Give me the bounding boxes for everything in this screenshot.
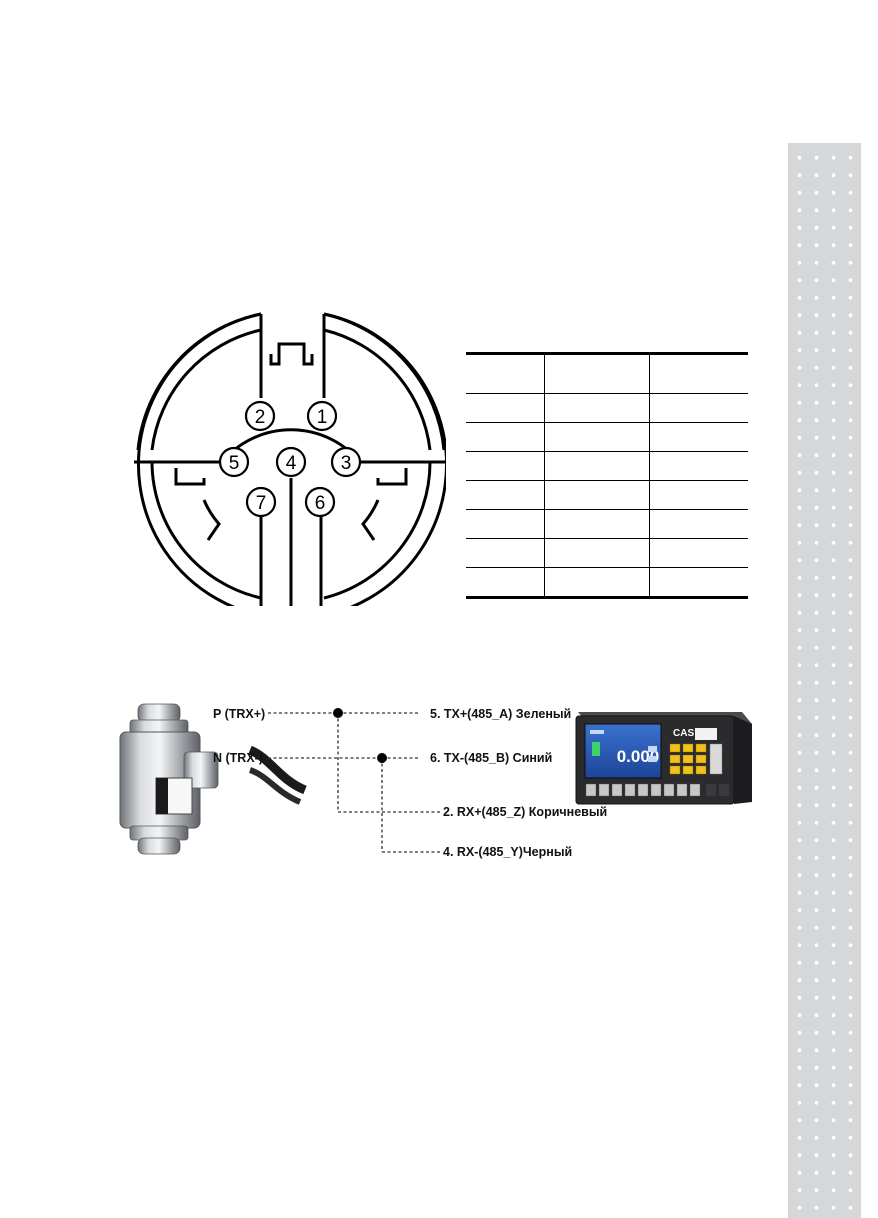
wiring-diagram: P (TRX+) N (TRX-) 5. TX+(485_A) Зеленый …	[119, 703, 752, 859]
indicator-function-keys	[585, 783, 701, 797]
connector-inner-arc-left	[150, 328, 262, 451]
junction-dot-trx-minus	[377, 753, 387, 763]
junction-dot-trx-plus	[333, 708, 343, 718]
table-row	[466, 393, 748, 423]
label-trx-plus: P (TRX+)	[213, 707, 265, 721]
indicator-brand: CAS	[673, 728, 694, 739]
pin-assignment-table	[466, 352, 748, 599]
connector-inner-arc-right	[323, 328, 432, 451]
pin-6-label: 6	[315, 493, 326, 514]
table-row	[466, 567, 748, 598]
load-cell-image	[119, 703, 307, 855]
table-row	[466, 451, 748, 481]
weighing-indicator-image: 0.000 CAS	[575, 712, 752, 805]
pin-6-circle	[304, 486, 336, 518]
pin-5-label: 5	[229, 453, 240, 474]
table-header-row	[466, 353, 748, 394]
pin-2-label: 2	[255, 407, 266, 428]
side-decoration-strip	[788, 143, 861, 1218]
pin-1-label: 1	[317, 407, 328, 428]
table-row	[466, 422, 748, 452]
pin-4-circle	[275, 446, 307, 478]
table-row	[466, 480, 748, 510]
connector-key-notch	[269, 342, 314, 366]
pin-7-circle	[245, 486, 277, 518]
pin-3-label: 3	[341, 453, 352, 474]
pin-4-label: 4	[286, 453, 297, 474]
label-pin4: 4. RX-(485_Y)Черный	[443, 845, 572, 859]
table-row	[466, 509, 748, 539]
indicator-keypad	[669, 743, 707, 775]
label-pin2: 2. RX+(485_Z) Коричневый	[443, 805, 607, 819]
label-pin5: 5. TX+(485_A) Зеленый	[430, 707, 571, 721]
connector-pinout-diagram: 1 2 3 4 5 6 7	[134, 312, 446, 606]
label-pin6: 6. TX-(485_B) Синий	[430, 751, 552, 765]
pin-7-label: 7	[256, 493, 267, 514]
pin-3-circle	[330, 446, 362, 478]
pin-5-circle	[218, 446, 250, 478]
pin-1-circle	[306, 400, 338, 432]
table-row	[466, 538, 748, 568]
pin-2-circle	[244, 400, 276, 432]
label-trx-minus: N (TRX-)	[213, 751, 263, 765]
